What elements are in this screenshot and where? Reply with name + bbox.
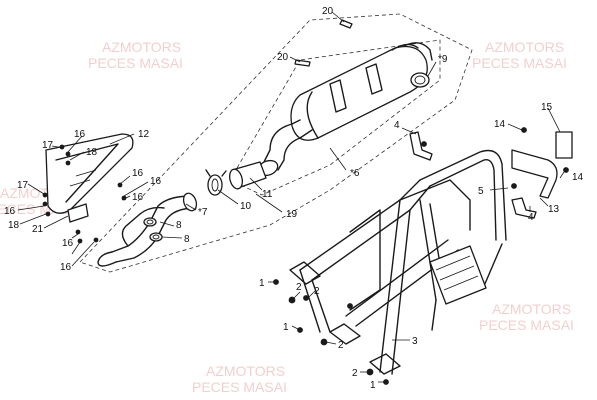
mounting-plate [555, 131, 573, 159]
gasket-lower [149, 232, 163, 242]
shield-bracket [67, 203, 89, 223]
callout-16-f: 16 [62, 238, 74, 249]
callout-2-c: 2 [338, 340, 344, 351]
callout-14-b: 14 [572, 172, 584, 183]
heat-shield [45, 133, 134, 214]
callout-20-mid: 20 [277, 52, 289, 63]
callout-2-a: 2 [296, 282, 302, 293]
callout-11: 11 [262, 189, 273, 200]
callout-1-a: 1 [259, 278, 265, 289]
muffler [290, 42, 433, 141]
callout-3: 3 [412, 336, 418, 347]
bracket-lower [511, 197, 537, 219]
callout-8-a: 8 [176, 220, 182, 231]
header-pipe [97, 192, 198, 267]
callout-1-b: 1 [283, 322, 289, 333]
callout-18-b: 18 [8, 220, 20, 231]
bolts-and-washers [273, 19, 569, 385]
callout-16-e: 16 [132, 192, 144, 203]
callout-15: 15 [541, 102, 553, 113]
watermark-line1-bottom: AZMOTORS [492, 301, 571, 317]
callout-19: 19 [286, 209, 298, 220]
callout-5: 5 [478, 186, 484, 197]
pipe-clamp [205, 169, 227, 196]
callout-16-a: 16 [74, 129, 86, 140]
watermark-line2-center: PECES MASAI [192, 379, 287, 395]
muffler-inner-outline [229, 39, 441, 196]
callout-7: *7 [198, 207, 208, 218]
callout-16-g: 16 [60, 262, 72, 273]
callout-2-b: 2 [314, 286, 320, 297]
callout-9: *9 [438, 54, 448, 65]
callout-1-c: 1 [370, 380, 376, 391]
bracket-upper [409, 131, 433, 161]
connecting-pipe [229, 161, 267, 190]
leader-lines [17, 11, 565, 383]
callout-12: 12 [138, 129, 150, 140]
callout-6: *6 [350, 168, 360, 179]
callout-10: 10 [240, 201, 252, 212]
watermark-line2-right: PECES MASAI [472, 55, 567, 71]
callout-16-d: 16 [150, 176, 162, 187]
watermark-line2-bottom: PECES MASAI [479, 317, 574, 333]
watermark-group: AZMOTORS PECES MASAI AZMOTORS PECES MASA… [0, 39, 574, 395]
callout-4-a: 4 [394, 120, 400, 131]
callout-18-a: 18 [86, 147, 98, 158]
mount-bracket [511, 149, 558, 199]
callout-13: 13 [548, 204, 560, 215]
callout-16-b: 16 [4, 206, 16, 217]
gasket-upper [143, 217, 157, 227]
rear-frame [289, 149, 507, 375]
callout-16-c: 16 [132, 168, 144, 179]
callout-14-a: 14 [494, 119, 506, 130]
watermark-line1-center: AZMOTORS [206, 363, 285, 379]
callout-2-d: 2 [352, 368, 358, 379]
callout-17-b: 17 [17, 180, 29, 191]
muffler-end-cap [410, 72, 430, 88]
callout-8-b: 8 [184, 234, 190, 245]
muffler-assembly-outline [79, 13, 473, 273]
callout-20-top: 20 [322, 6, 334, 17]
callout-17-a: 17 [42, 140, 54, 151]
callout-4-b: 4 [528, 212, 534, 223]
watermark-line1-right: AZMOTORS [485, 39, 564, 55]
callout-labels: 20 20 *9 *6 12 16 17 18 17 16 18 21 16 1… [4, 6, 584, 391]
watermark-line1-top: AZMOTORS [102, 39, 181, 55]
callout-21: 21 [32, 224, 44, 235]
tray-box [429, 245, 487, 305]
watermark-line2-top: PECES MASAI [88, 55, 183, 71]
